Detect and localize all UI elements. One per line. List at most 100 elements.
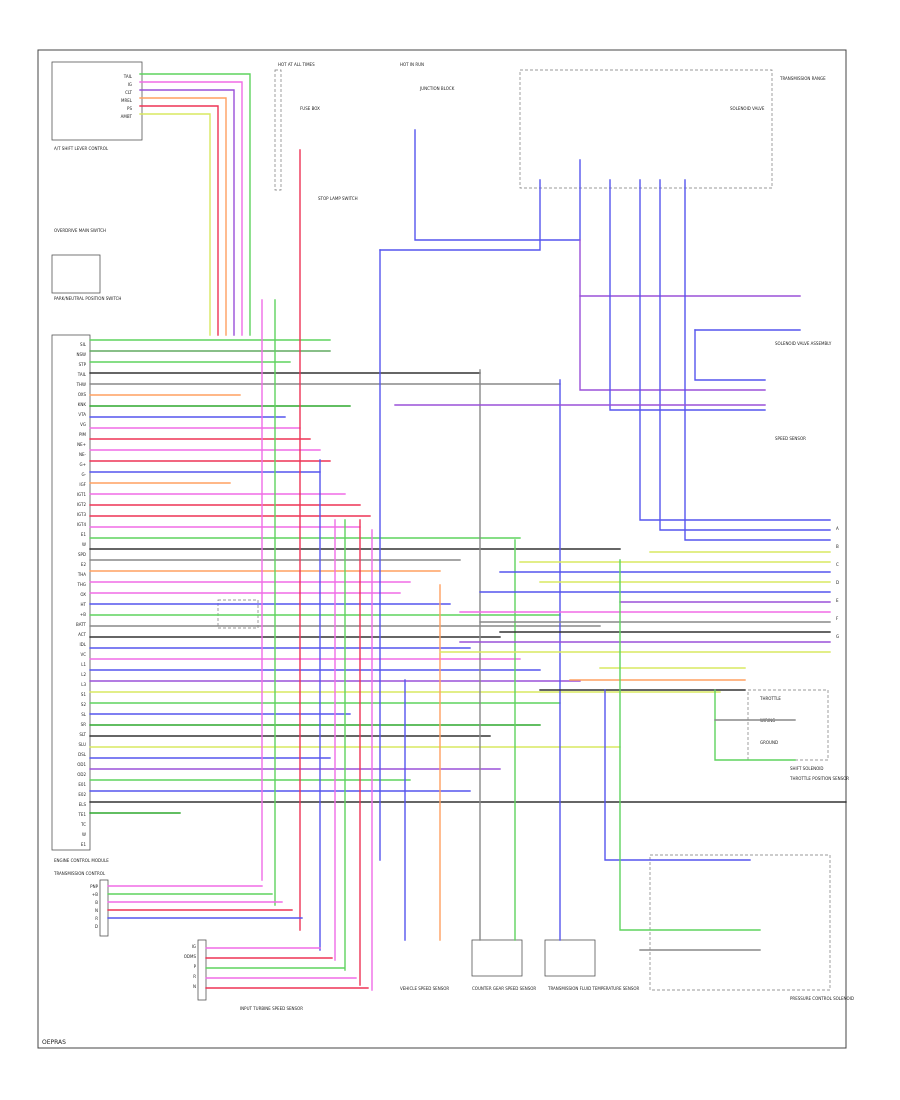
- block-caption: THROTTLE POSITION SENSOR: [789, 776, 849, 781]
- pin-label: HT: [81, 602, 87, 607]
- wire-solenoid-blue-2: [694, 329, 766, 381]
- pin-label: IGT2: [77, 502, 87, 507]
- pin-label: G-: [81, 472, 86, 477]
- pin-label: N: [95, 908, 98, 913]
- pin-label: STP: [79, 362, 87, 367]
- pin-label: IGT4: [77, 522, 87, 527]
- wire-top-blue-1: [379, 179, 541, 251]
- pin-label: NE-: [79, 452, 87, 457]
- pin-label: SL: [81, 712, 87, 717]
- pin-label: TC: [80, 822, 86, 827]
- overdrive-switch-block: [51, 254, 101, 294]
- connector-label: A: [836, 526, 839, 531]
- wire-range-blue-2: [639, 179, 831, 521]
- pin-label: VC: [80, 652, 86, 657]
- pin-label: +B: [92, 892, 98, 897]
- pin-label: THA: [77, 572, 86, 577]
- block-caption: SHIFT SOLENOID: [790, 766, 824, 771]
- pin-label: TAIL: [77, 372, 87, 377]
- pin-label: NSW: [77, 352, 87, 357]
- pin-label: IGT1: [77, 492, 87, 497]
- pin-label: E2: [81, 562, 87, 567]
- block-caption: JUNCTION BLOCK: [419, 86, 455, 91]
- wire-range-blue-1: [609, 179, 766, 411]
- wire-tcu-3: [139, 97, 227, 336]
- block-caption: TRANSMISSION CONTROL: [53, 871, 106, 876]
- tcu-top-block: [51, 61, 143, 141]
- wire-tcu-2: [139, 89, 235, 336]
- wire-range-blue-4: [684, 179, 831, 541]
- wire-layer: [89, 73, 847, 991]
- block-caption: TRANSMISSION FLUID TEMPERATURE SENSOR: [547, 986, 640, 991]
- block-caption: HOT AT ALL TIMES: [278, 62, 315, 67]
- block-caption: A/T SHIFT LEVER CONTROL: [54, 146, 109, 151]
- pin-label: N: [193, 984, 196, 989]
- fuse-box-block: [274, 69, 282, 191]
- pin-label: TAIL: [123, 74, 133, 79]
- pin-label: P: [194, 964, 197, 969]
- pin-label: MREL: [121, 98, 133, 103]
- block-caption: FUSE BOX: [300, 106, 320, 111]
- connector-label: G: [836, 634, 839, 639]
- wire-tcu-0: [139, 73, 251, 336]
- pin-label: ODMS: [184, 954, 197, 959]
- block-caption: PRESSURE CONTROL SOLENOID: [790, 996, 854, 1001]
- block-caption: COUNTER GEAR SPEED SENSOR: [472, 986, 536, 991]
- pin-label: THW: [76, 382, 86, 387]
- pin-label: G+: [80, 462, 86, 467]
- wire-throttle-4: [714, 689, 796, 761]
- block-caption: TRANSMISSION RANGE: [779, 76, 826, 81]
- pin-label: +B: [80, 612, 86, 617]
- pin-label: L1: [81, 662, 86, 667]
- pin-label: PS: [127, 106, 132, 111]
- pin-label: CLT: [125, 90, 132, 95]
- wire-tcu-4: [139, 105, 219, 336]
- block-caption: INPUT TURBINE SPEED SENSOR: [240, 1006, 303, 1011]
- pnp-connector-block: [99, 879, 109, 937]
- pin-label: B: [95, 900, 98, 905]
- diagram-frame: [37, 49, 847, 1049]
- pin-label: E02: [78, 792, 86, 797]
- connector-label: F: [836, 616, 839, 621]
- pin-label: KNK: [78, 402, 87, 407]
- pin-label: PIM: [79, 432, 87, 437]
- pin-label: OD1: [77, 762, 86, 767]
- pin-label: IGT3: [77, 512, 87, 517]
- pin-label: SR: [81, 722, 87, 727]
- pin-label: SLT: [79, 732, 86, 737]
- vss-sensor-block: [471, 939, 523, 977]
- pin-label: S1: [81, 692, 87, 697]
- block-caption: STOP LAMP SWITCH: [318, 196, 358, 201]
- wire-top-violet: [579, 239, 766, 391]
- block-caption: SPEED SENSOR: [775, 436, 806, 441]
- connector-label: B: [836, 544, 839, 549]
- pin-label: OD2: [77, 772, 86, 777]
- pin-label: NE+: [77, 442, 86, 447]
- block-caption: SOLENOID VALVE: [730, 106, 765, 111]
- pin-label: R: [95, 916, 98, 921]
- connector-label: E: [836, 598, 839, 603]
- wire-pressure-1: [604, 689, 751, 861]
- pin-label: E01: [78, 782, 86, 787]
- pin-label: SIL: [80, 342, 87, 347]
- pin-label: E1: [81, 842, 87, 847]
- pin-label: AMBT: [121, 114, 133, 119]
- transmission-range-block: [519, 69, 773, 189]
- pin-label: L3: [81, 682, 86, 687]
- pin-label: W: [82, 832, 86, 837]
- connector-label: C: [836, 562, 839, 567]
- block-caption: GROUND: [760, 740, 778, 745]
- wire-tcu-1: [139, 81, 243, 336]
- pin-label: SPD: [78, 552, 86, 557]
- pin-label: IG: [128, 82, 132, 87]
- pin-label: OX: [80, 592, 86, 597]
- pin-label: VG: [80, 422, 86, 427]
- tcm-connector-block: [197, 939, 207, 1001]
- block-caption: ENGINE CONTROL MODULE: [54, 858, 109, 863]
- block-caption: OVERDRIVE MAIN SWITCH: [54, 228, 106, 233]
- block-caption: VEHICLE SPEED SENSOR: [400, 986, 449, 991]
- component-blocks: A/T SHIFT LEVER CONTROL OVERDRIVE MAIN SW…: [51, 61, 854, 1011]
- pin-label: THG: [76, 582, 86, 587]
- pin-label: IGF: [79, 482, 86, 487]
